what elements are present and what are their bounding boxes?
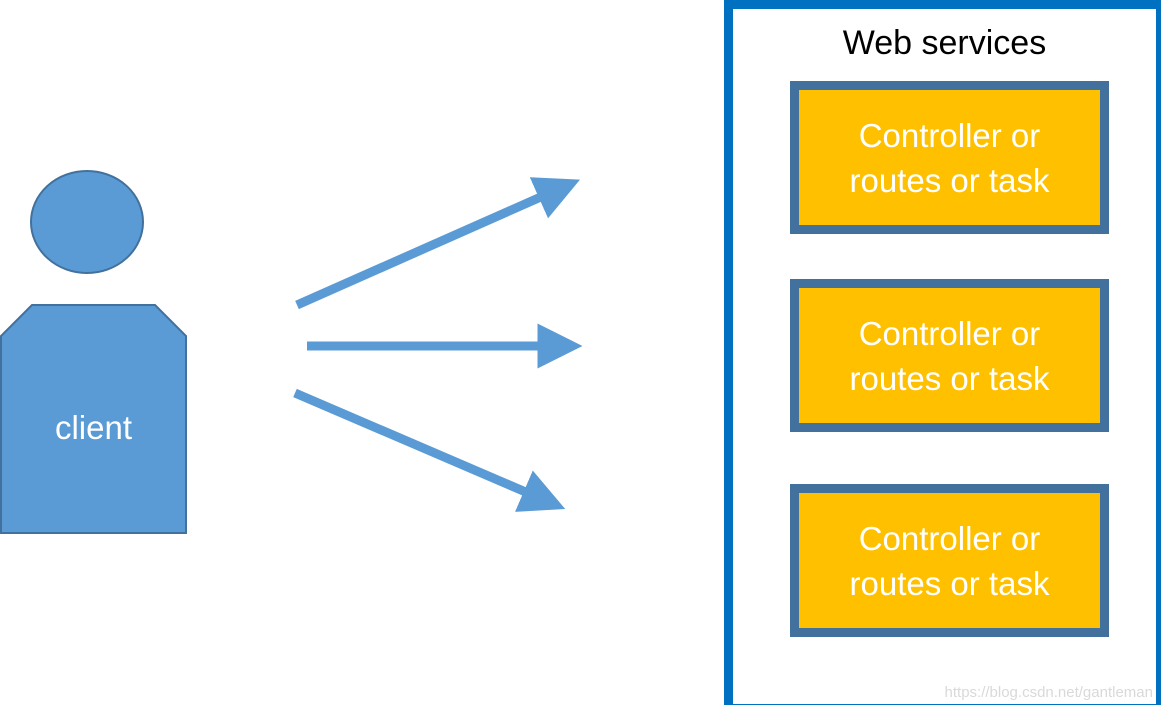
client-body <box>0 304 187 534</box>
watermark-text: https://blog.csdn.net/gantleman <box>944 684 1153 701</box>
task-box-2-label: Controller or routes or task <box>849 314 1050 397</box>
web-services-container: Web services Controller or routes or tas… <box>724 0 1161 705</box>
task-box-1-label: Controller or routes or task <box>849 116 1050 199</box>
task-box-3-label: Controller or routes or task <box>849 519 1050 602</box>
task-box-2: Controller or routes or task <box>790 279 1109 432</box>
arrow-up <box>295 177 581 310</box>
client-head <box>30 170 144 274</box>
client-label: client <box>54 409 133 446</box>
web-services-title: Web services <box>842 24 1047 62</box>
task-box-1: Controller or routes or task <box>790 81 1109 234</box>
task-box-3: Controller or routes or task <box>790 484 1109 637</box>
arrow-down <box>293 388 566 512</box>
